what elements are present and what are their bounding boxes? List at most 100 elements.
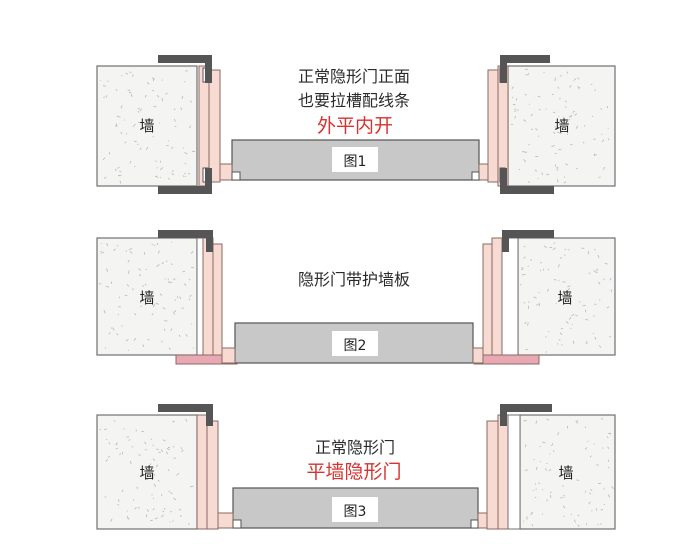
cap-right-top (502, 230, 554, 238)
speckle-mark (594, 154, 597, 156)
figure-1-caption-3: 外平内开 (317, 115, 393, 137)
wall-right (519, 414, 616, 530)
speckle-mark (562, 485, 564, 487)
speckle-mark (98, 283, 102, 285)
speckle-mark (136, 486, 139, 489)
speckle-mark (546, 173, 550, 176)
speckle-mark (114, 168, 117, 171)
speckle-mark (602, 447, 604, 449)
wall-left (96, 65, 198, 187)
frame-left-inner (212, 243, 223, 356)
speckle-mark (156, 264, 160, 267)
speckle-mark (607, 138, 610, 141)
speckle-mark (182, 270, 186, 273)
speckle-mark (550, 495, 552, 498)
speckle-mark (108, 442, 111, 445)
speckle-mark (105, 95, 108, 98)
speckle-mark (142, 344, 145, 348)
speckle-mark (549, 453, 551, 455)
speckle-mark (134, 313, 137, 316)
frame-left-outer (196, 414, 208, 530)
speckle-mark (170, 492, 173, 495)
speckle-mark (512, 96, 514, 99)
speckle-mark (101, 242, 103, 244)
speckle-mark (115, 89, 118, 91)
speckle-mark (110, 327, 113, 329)
speckle-mark (598, 281, 601, 285)
speckle-mark (603, 503, 606, 505)
speckle-mark (127, 349, 129, 351)
speckle-mark (563, 494, 565, 497)
speckle-mark (180, 447, 183, 450)
speckle-mark (603, 166, 605, 170)
speckle-mark (160, 514, 164, 518)
speckle-mark (524, 469, 528, 471)
speckle-mark (571, 314, 575, 317)
speckle-mark (589, 492, 591, 495)
speckle-mark (584, 124, 586, 127)
speckle-mark (126, 515, 129, 519)
speckle-mark (159, 293, 163, 297)
speckle-mark (129, 71, 132, 74)
speckle-mark (166, 145, 169, 147)
wall-left-speckle (99, 418, 194, 525)
speckle-mark (152, 90, 155, 92)
speckle-mark (564, 106, 567, 108)
speckle-mark (99, 428, 102, 430)
speckle-mark (585, 342, 588, 344)
cap-right-top-side (500, 55, 507, 83)
speckle-mark (125, 72, 129, 75)
speckle-mark (558, 148, 562, 151)
speckle-mark (584, 490, 587, 493)
speckle-mark (133, 337, 137, 341)
wall-left-speckle (99, 70, 196, 184)
speckle-mark (527, 181, 531, 184)
cap-left-bottom-side (205, 168, 212, 194)
speckle-mark (151, 313, 154, 316)
cap-left-top (158, 55, 212, 63)
figure-1-caption-1: 正常隐形门正面 (298, 67, 410, 86)
figure-2: 墙 墙 图2 隐形门带护墙板 (96, 230, 616, 365)
speckle-mark (534, 482, 537, 485)
speckle-mark (171, 241, 173, 243)
speckle-mark (153, 244, 156, 247)
figure-1: 墙 墙 图1 正常隐形门正面 也要拉槽配线条 外平内开 (96, 55, 616, 194)
speckle-mark (166, 451, 168, 455)
speckle-mark (527, 265, 529, 267)
speckle-mark (117, 313, 120, 316)
speckle-mark (174, 299, 177, 302)
speckle-mark (566, 71, 569, 74)
speckle-mark (104, 428, 107, 430)
speckle-mark (146, 81, 150, 85)
speckle-mark (568, 317, 572, 320)
speckle-mark (140, 305, 143, 308)
speckle-mark (600, 108, 603, 110)
speckle-mark (554, 126, 556, 128)
speckle-mark (164, 278, 166, 280)
speckle-mark (563, 176, 566, 178)
speckle-mark (568, 249, 570, 251)
speckle-mark (537, 135, 540, 138)
speckle-mark (545, 468, 547, 471)
speckle-mark (129, 160, 132, 164)
speckle-mark (119, 180, 121, 184)
speckle-mark (159, 167, 163, 171)
speckle-mark (113, 248, 116, 251)
speckle-mark (128, 439, 131, 441)
speckle-mark (149, 463, 152, 466)
speckle-mark (570, 327, 572, 330)
speckle-mark (132, 288, 135, 290)
speckle-mark (524, 94, 527, 96)
door-stop-left-small (231, 171, 241, 181)
speckle-mark (151, 77, 156, 80)
speckle-mark (600, 508, 604, 511)
speckle-mark (553, 278, 557, 281)
wall-right-label: 墙 (554, 117, 569, 135)
speckle-mark (127, 270, 130, 274)
speckle-mark (560, 327, 564, 330)
speckle-mark (587, 440, 589, 443)
speckle-mark (172, 445, 175, 448)
cap-right-side (502, 230, 509, 252)
speckle-mark (575, 125, 579, 129)
wall-right-label: 墙 (558, 464, 573, 482)
